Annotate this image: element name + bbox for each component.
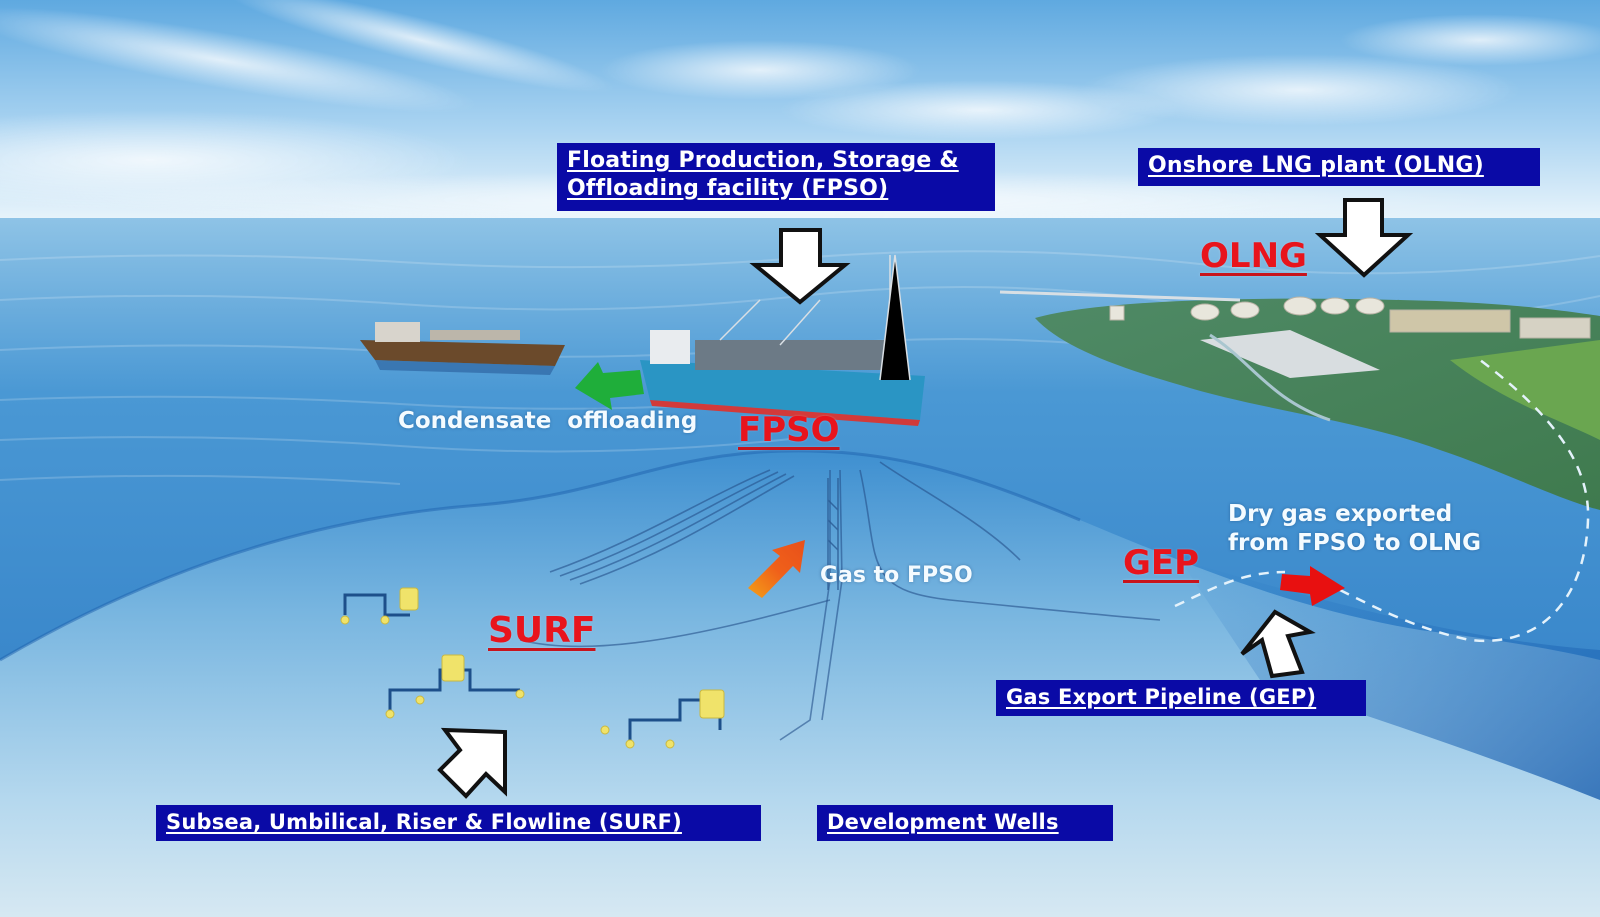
wells-title-box[interactable]: Development Wells xyxy=(817,805,1113,841)
gep-title: Gas Export Pipeline (GEP) xyxy=(1006,685,1317,709)
gas-flow-arrow-icon xyxy=(748,540,805,598)
surf-title: Subsea, Umbilical, Riser & Flowline (SUR… xyxy=(166,810,682,834)
fpso-tag: FPSO xyxy=(738,410,840,450)
olng-tag: OLNG xyxy=(1200,236,1307,276)
gas-to-fpso-note: Gas to FPSO xyxy=(820,563,973,588)
surf-title-box[interactable]: Subsea, Umbilical, Riser & Flowline (SUR… xyxy=(156,805,761,841)
surf-tag: SURF xyxy=(488,610,596,651)
export-flow-arrow-icon xyxy=(1280,566,1345,606)
olng-title-box[interactable]: Onshore LNG plant (OLNG) xyxy=(1138,148,1540,186)
seabed-cutaway xyxy=(0,450,1600,917)
gep-title-box[interactable]: Gas Export Pipeline (GEP) xyxy=(996,680,1366,716)
wells-title: Development Wells xyxy=(827,810,1059,834)
subsea-flowlines xyxy=(519,461,1161,741)
fpso-pointer-arrow-icon xyxy=(749,228,851,305)
surf-pointer-arrow-icon xyxy=(437,727,507,799)
condensate-note: Condensate offloading xyxy=(398,408,698,434)
fpso-title-line2: Offloading facility (FPSO) xyxy=(567,175,889,201)
gep-tag: GEP xyxy=(1123,543,1200,583)
dry-gas-note: Dry gas exported from FPSO to OLNG xyxy=(1228,500,1481,558)
riser-tower xyxy=(827,478,839,590)
export-pipeline-route xyxy=(1174,359,1590,643)
fpso-title-line1: Floating Production, Storage & xyxy=(567,148,959,173)
fpso-vessel xyxy=(640,254,925,426)
olng-pointer-arrow-icon xyxy=(1314,198,1414,278)
dry-gas-line2: from FPSO to OLNG xyxy=(1228,529,1481,556)
dry-gas-line1: Dry gas exported xyxy=(1228,501,1453,527)
fpso-title-box[interactable]: Floating Production, Storage & Offloadin… xyxy=(557,143,995,211)
condensate-flow-arrow-icon xyxy=(575,362,644,410)
shuttle-tanker xyxy=(360,322,565,375)
subsea-trees xyxy=(340,587,725,749)
gep-pointer-arrow-icon xyxy=(1240,609,1316,679)
olng-title: Onshore LNG plant (OLNG) xyxy=(1148,153,1484,178)
